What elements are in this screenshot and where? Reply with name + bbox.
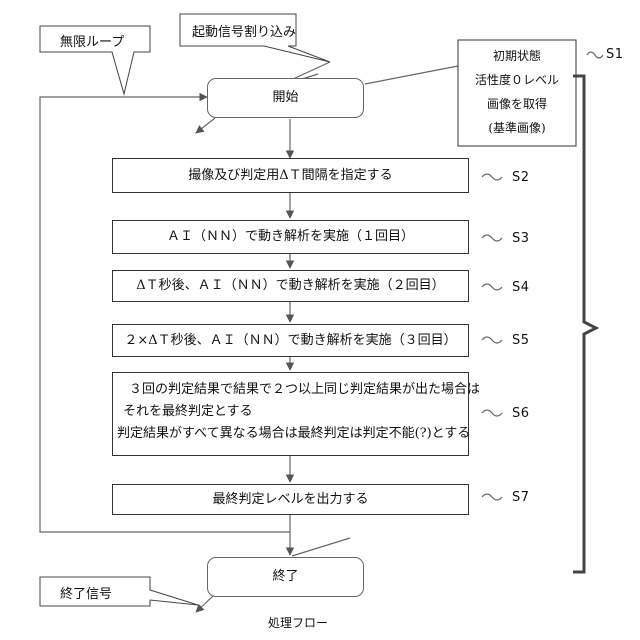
step-s6-line-1: ３回の判定結果で結果で２つ以上同じ判定結果が出た場合は bbox=[123, 379, 468, 401]
step-s6-line-3: 判定結果がすべて異なる場合は最終判定は判定不能(?)とする bbox=[117, 423, 468, 445]
loop-callout-text: 無限ループ bbox=[60, 31, 124, 50]
end-terminal: 終了 bbox=[207, 557, 364, 597]
wave-s3 bbox=[482, 235, 502, 241]
end-signal-line bbox=[292, 538, 350, 556]
step-s3-label: S3 bbox=[512, 231, 530, 246]
s1-line-4: (基準画像) bbox=[458, 116, 576, 140]
start-terminal: 開始 bbox=[207, 78, 364, 118]
step-s7-box: 最終判定レベルを出力する bbox=[112, 484, 469, 515]
wave-s7 bbox=[482, 494, 502, 500]
range-bracket bbox=[573, 76, 596, 572]
step-s2-box: 撮像及び判定用ΔＴ間隔を指定する bbox=[112, 158, 469, 193]
diagram-caption: 処理フロー bbox=[268, 614, 328, 631]
step-s5-box: ２×ΔＴ秒後、ＡＩ（ＮＮ）で動き解析を実施（３回目） bbox=[112, 324, 469, 357]
s1-line-2: 活性度０レベル bbox=[458, 68, 576, 92]
step-s3-box: ＡＩ（ＮＮ）で動き解析を実施（１回目） bbox=[112, 220, 469, 254]
step-s2-label: S2 bbox=[512, 170, 530, 185]
step-s6-line-2: それを最終判定とする bbox=[123, 401, 468, 423]
step-s7-text: 最終判定レベルを出力する bbox=[212, 492, 368, 508]
s1-step-label: S1 bbox=[606, 47, 624, 62]
wave-s2 bbox=[482, 174, 502, 180]
arrow-end-out bbox=[196, 596, 213, 612]
step-s6-box: ３回の判定結果で結果で２つ以上同じ判定結果が出た場合は それを最終判定とする 判… bbox=[112, 372, 469, 456]
s1-content: 初期状態 活性度０レベル 画像を取得 (基準画像) bbox=[458, 44, 576, 140]
s1-connector bbox=[365, 66, 458, 84]
step-s4-text: ΔＴ秒後、ＡＩ（ＮＮ）で動き解析を実施（２回目） bbox=[136, 278, 444, 294]
step-s4-label: S4 bbox=[512, 280, 530, 295]
step-s5-text: ２×ΔＴ秒後、ＡＩ（ＮＮ）で動き解析を実施（３回目） bbox=[124, 333, 456, 349]
step-s4-box: ΔＴ秒後、ＡＩ（ＮＮ）で動き解析を実施（２回目） bbox=[112, 270, 469, 302]
wave-s4 bbox=[482, 284, 502, 290]
wave-s1 bbox=[587, 52, 603, 58]
arrow-start-out bbox=[196, 118, 215, 133]
wave-s6 bbox=[482, 410, 502, 416]
step-s3-text: ＡＩ（ＮＮ）で動き解析を実施（１回目） bbox=[167, 229, 414, 245]
start-label: 開始 bbox=[272, 90, 298, 106]
step-s6-label: S6 bbox=[512, 406, 530, 421]
end-label: 終了 bbox=[272, 569, 298, 585]
step-s5-label: S5 bbox=[512, 333, 530, 348]
step-s7-label: S7 bbox=[512, 490, 530, 505]
interrupt-callout-text: 起動信号割り込み bbox=[192, 21, 296, 40]
s1-line-3: 画像を取得 bbox=[458, 92, 576, 116]
s1-line-1: 初期状態 bbox=[458, 44, 576, 68]
wave-s5 bbox=[482, 337, 502, 343]
step-s2-text: 撮像及び判定用ΔＴ間隔を指定する bbox=[188, 168, 392, 184]
end-signal-callout-text: 終了信号 bbox=[60, 583, 112, 602]
